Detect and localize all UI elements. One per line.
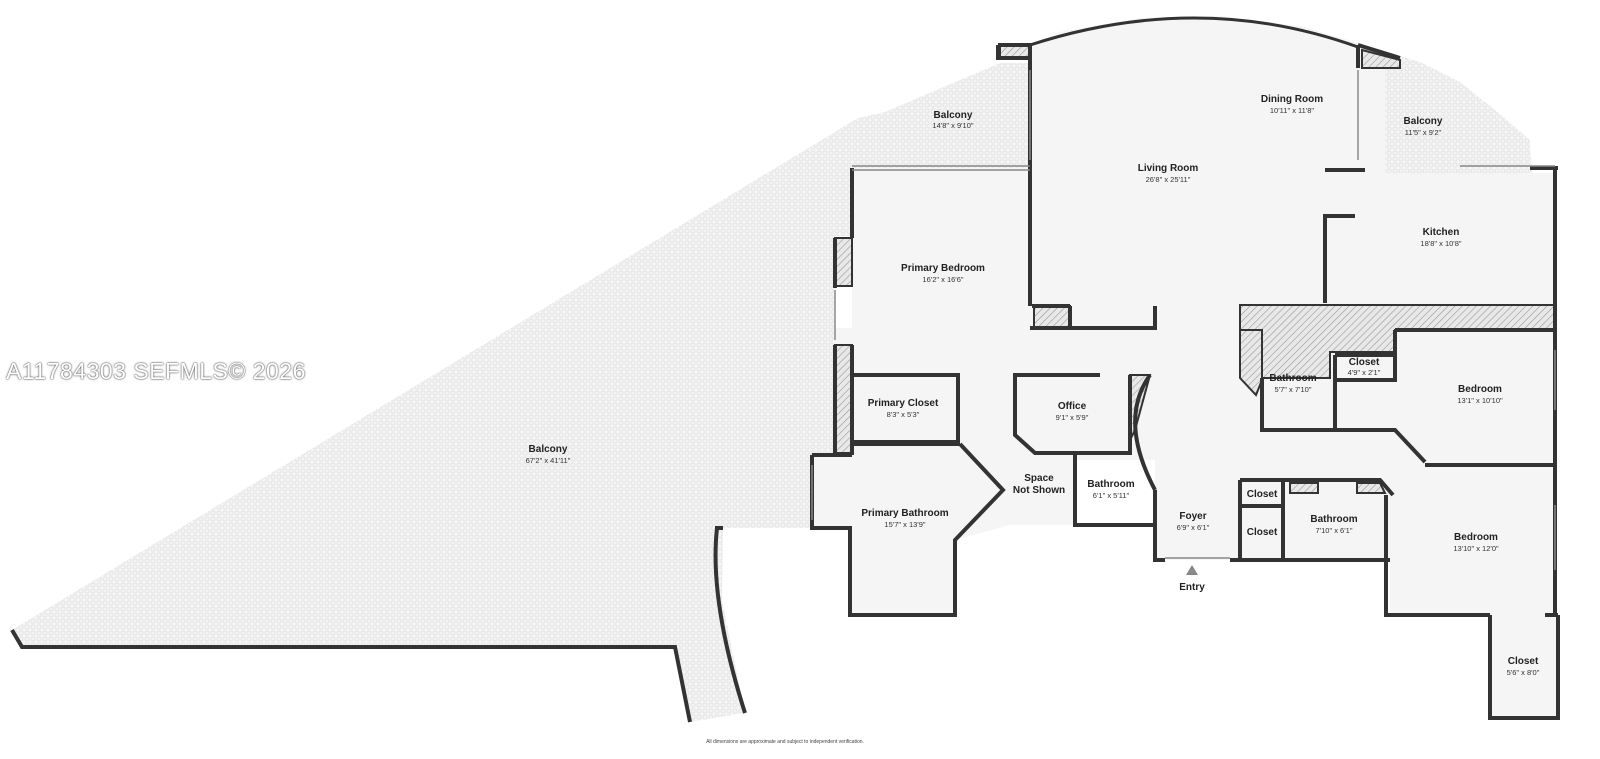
- room-name: Bathroom: [1269, 373, 1316, 384]
- room-kitchen: Kitchen 18'8" x 10'8": [1420, 227, 1461, 248]
- space-not-shown: Space Not Shown: [1013, 473, 1065, 496]
- room-dimension: 15'7" x 13'9": [884, 520, 925, 529]
- room-name: Closet: [1508, 656, 1539, 667]
- listing-watermark: A11784303 SEFMLS© 2026: [6, 358, 306, 384]
- room-name: Primary Bedroom: [901, 263, 985, 274]
- room-name: Primary Bathroom: [861, 508, 948, 519]
- room-living-room: Living Room 26'8" x 25'11": [1138, 163, 1199, 184]
- room-closet-a: Closet: [1247, 489, 1278, 500]
- dimensions-disclaimer: All dimensions are approximate and subje…: [706, 739, 864, 745]
- room-dimension: 5'6" x 8'0": [1507, 668, 1540, 677]
- room-dimension: 14'8" x 9'10": [932, 121, 973, 130]
- room-name: Primary Closet: [868, 398, 939, 409]
- room-office: Office 9'1" x 5'9": [1056, 401, 1089, 422]
- room-dimension: 26'8" x 25'11": [1146, 175, 1191, 184]
- room-name: Bedroom: [1454, 532, 1498, 543]
- room-primary-bedroom: Primary Bedroom 16'2" x 16'6": [901, 263, 985, 284]
- balcony-floors: [12, 52, 1532, 722]
- room-name: Dining Room: [1261, 94, 1323, 105]
- room-closet-bottom: Closet 5'6" x 8'0": [1507, 656, 1540, 677]
- room-bedroom-2: Bedroom 13'10" x 12'0": [1453, 532, 1499, 553]
- room-name: Bedroom: [1458, 384, 1502, 395]
- room-primary-bathroom: Primary Bathroom 15'7" x 13'9": [861, 508, 948, 529]
- room-bathroom-hall: Bathroom 6'1" x 5'11": [1087, 479, 1134, 500]
- windows: [811, 70, 1556, 570]
- room-name: Office: [1058, 401, 1087, 412]
- space-label-line1: Space: [1024, 473, 1054, 484]
- room-dimension: 11'5" x 9'2": [1405, 128, 1442, 137]
- room-dimension: 6'1" x 5'11": [1093, 491, 1130, 500]
- room-dimension: 10'11" x 11'8": [1270, 106, 1315, 115]
- room-dimension: 4'9" x 2'1": [1348, 368, 1381, 377]
- room-balcony-large: Balcony 67'2" x 41'11": [526, 444, 571, 465]
- room-closet-small: Closet 4'9" x 2'1": [1348, 357, 1381, 377]
- entry-arrow-icon: [1186, 565, 1198, 575]
- room-name: Foyer: [1179, 511, 1206, 522]
- room-dimension: 18'8" x 10'8": [1420, 239, 1461, 248]
- room-dining-room: Dining Room 10'11" x 11'8": [1261, 94, 1323, 115]
- room-name: Closet: [1349, 357, 1380, 368]
- room-balcony-top: Balcony 14'8" x 9'10": [932, 110, 973, 130]
- room-name: Bathroom: [1310, 514, 1357, 525]
- room-name: Kitchen: [1423, 227, 1460, 238]
- room-bathroom-right: Bathroom 5'7" x 7'10": [1269, 373, 1316, 394]
- room-dimension: 8'3" x 5'3": [887, 410, 920, 419]
- room-bedroom-1: Bedroom 13'1" x 10'10": [1457, 384, 1503, 405]
- room-dimension: 5'7" x 7'10": [1275, 385, 1312, 394]
- room-bathroom-lower: Bathroom 7'10" x 6'1": [1310, 514, 1357, 535]
- room-name: Closet: [1247, 527, 1278, 538]
- room-closet-b: Closet: [1247, 527, 1278, 538]
- space-label-line2: Not Shown: [1013, 485, 1065, 496]
- entry-label: Entry: [1179, 582, 1205, 593]
- room-dimension: 67'2" x 41'11": [526, 456, 571, 465]
- room-dimension: 13'10" x 12'0": [1453, 544, 1499, 553]
- room-foyer: Foyer 6'9" x 6'1": [1177, 511, 1210, 532]
- room-name: Balcony: [934, 110, 973, 121]
- room-balcony-right: Balcony 11'5" x 9'2": [1404, 116, 1443, 137]
- room-name: Bathroom: [1087, 479, 1134, 490]
- room-dimension: 9'1" x 5'9": [1056, 413, 1089, 422]
- room-name: Closet: [1247, 489, 1278, 500]
- room-name: Balcony: [1404, 116, 1443, 127]
- room-labels: Balcony 67'2" x 41'11" Balcony 14'8" x 9…: [526, 94, 1540, 677]
- room-primary-closet: Primary Closet 8'3" x 5'3": [868, 398, 939, 419]
- room-dimension: 16'2" x 16'6": [922, 275, 963, 284]
- room-name: Balcony: [529, 444, 568, 455]
- room-dimension: 6'9" x 6'1": [1177, 523, 1210, 532]
- room-name: Living Room: [1138, 163, 1199, 174]
- room-dimension: 7'10" x 6'1": [1316, 526, 1353, 535]
- walls: [10, 16, 1560, 723]
- room-dimension: 13'1" x 10'10": [1457, 396, 1503, 405]
